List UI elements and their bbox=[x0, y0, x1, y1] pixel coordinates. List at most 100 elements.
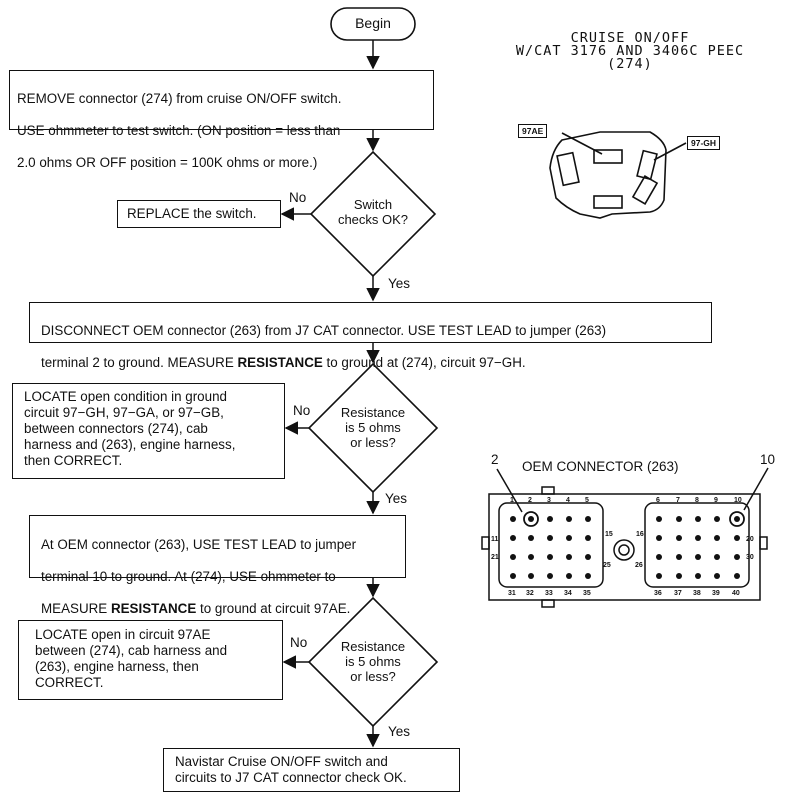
pin-label: 37 bbox=[674, 590, 682, 597]
no-label-3: No bbox=[290, 635, 308, 650]
pin-label: 34 bbox=[564, 590, 572, 597]
pin-label: 1 bbox=[510, 497, 514, 504]
step1-line1: REMOVE connector (274) from cruise ON/OF… bbox=[17, 91, 342, 106]
connector-pin bbox=[656, 554, 662, 560]
pin-label: 26 bbox=[635, 562, 643, 569]
step3-line3a: MEASURE bbox=[41, 601, 111, 616]
connector-pin bbox=[734, 573, 740, 579]
connector-pin bbox=[566, 516, 572, 522]
connector-pin bbox=[510, 554, 516, 560]
oem-connector-pins bbox=[510, 516, 740, 579]
connector-pin bbox=[585, 516, 591, 522]
connector-pin bbox=[528, 535, 534, 541]
connector-pin bbox=[676, 573, 682, 579]
connector-pin bbox=[695, 516, 701, 522]
switch-connector-drawing bbox=[549, 131, 687, 219]
pin-label: 21 bbox=[491, 554, 499, 561]
no-label-1: No bbox=[289, 190, 307, 205]
step3-line3b: to ground at circuit 97AE. bbox=[196, 601, 351, 616]
connector-pin bbox=[566, 554, 572, 560]
pin-label: 36 bbox=[654, 590, 662, 597]
pin-label: 32 bbox=[526, 590, 534, 597]
connector-pin bbox=[585, 573, 591, 579]
step3-bold: RESISTANCE bbox=[110, 601, 197, 616]
connector-pin bbox=[528, 516, 534, 522]
connector-pin bbox=[714, 573, 720, 579]
pin-label: 40 bbox=[732, 590, 740, 597]
pin-label: 15 bbox=[605, 531, 613, 538]
connector-pin bbox=[547, 573, 553, 579]
connector-pin bbox=[566, 535, 572, 541]
no-label-2: No bbox=[293, 403, 311, 418]
decision1-text: Switch checks OK? bbox=[337, 197, 409, 227]
pin-label: 4 bbox=[566, 497, 570, 504]
pin-label: 6 bbox=[656, 497, 660, 504]
step2-line2a: terminal 2 to ground. MEASURE bbox=[41, 355, 238, 370]
action-locate-ground-open: LOCATE open condition in ground circuit … bbox=[12, 383, 285, 479]
step-jumper-terminal-10: At OEM connector (263), USE TEST LEAD to… bbox=[29, 515, 406, 616]
connector-pin bbox=[676, 535, 682, 541]
step1-line2: USE ohmmeter to test switch. (ON positio… bbox=[17, 123, 341, 138]
connector-pin bbox=[714, 516, 720, 522]
connector-pin bbox=[714, 554, 720, 560]
yes-label-3: Yes bbox=[388, 724, 411, 739]
action-locate-97ae-open: LOCATE open in circuit 97AE between (274… bbox=[18, 620, 283, 700]
connector-pin bbox=[547, 554, 553, 560]
action-replace-switch: REPLACE the switch. bbox=[117, 200, 281, 228]
decision3-text: Resistance is 5 ohms or less? bbox=[340, 639, 406, 684]
pin-label: 30 bbox=[746, 554, 754, 561]
pin-label: 2 bbox=[528, 497, 532, 504]
connector-pin bbox=[734, 516, 740, 522]
pin-label: 20 bbox=[746, 536, 754, 543]
step-remove-connector: REMOVE connector (274) from cruise ON/OF… bbox=[9, 70, 434, 170]
step-disconnect-oem: DISCONNECT OEM connector (263) from J7 C… bbox=[29, 302, 712, 370]
connector-pin bbox=[676, 516, 682, 522]
pin-label: 25 bbox=[603, 562, 611, 569]
yes-label-2: Yes bbox=[385, 491, 408, 506]
end-result: Navistar Cruise ON/OFF switch and circui… bbox=[163, 748, 460, 792]
pin-label: 8 bbox=[695, 497, 699, 504]
begin-label: Begin bbox=[355, 15, 391, 31]
pin-label: 16 bbox=[636, 531, 644, 538]
connector-pin bbox=[734, 535, 740, 541]
connector-pin bbox=[714, 535, 720, 541]
connector-pin bbox=[566, 573, 572, 579]
step3-line2: terminal 10 to ground. At (274), USE ohm… bbox=[41, 569, 336, 584]
step1-line3: 2.0 ohms OR OFF position = 100K ohms or … bbox=[17, 155, 318, 170]
pin-label: 11 bbox=[491, 536, 499, 543]
connector-pin bbox=[528, 554, 534, 560]
pin-label: 7 bbox=[676, 497, 680, 504]
connector-pin bbox=[695, 573, 701, 579]
connector-pin bbox=[656, 535, 662, 541]
callout-pin-2: 2 bbox=[491, 452, 499, 467]
pin-label: 31 bbox=[508, 590, 516, 597]
connector-pin bbox=[656, 573, 662, 579]
step2-line1: DISCONNECT OEM connector (263) from J7 C… bbox=[41, 323, 607, 338]
connector-pin bbox=[510, 535, 516, 541]
decision2-text: Resistance is 5 ohms or less? bbox=[340, 405, 406, 450]
pin-label: 38 bbox=[693, 590, 701, 597]
step2-line2b: to ground at (274), circuit 97−GH. bbox=[322, 355, 526, 370]
connector-pin bbox=[676, 554, 682, 560]
pin-label: 5 bbox=[585, 497, 589, 504]
pin-label: 39 bbox=[712, 590, 720, 597]
connector-pin bbox=[695, 554, 701, 560]
connector-pin bbox=[528, 573, 534, 579]
connector-pin bbox=[656, 516, 662, 522]
oem-connector-title: OEM CONNECTOR (263) bbox=[522, 459, 679, 474]
pin-label: 33 bbox=[545, 590, 553, 597]
connector-pin bbox=[734, 554, 740, 560]
tag-97ae: 97AE bbox=[518, 124, 548, 138]
connector-pin bbox=[695, 535, 701, 541]
pin-label: 10 bbox=[734, 497, 742, 504]
connector-pin bbox=[547, 535, 553, 541]
connector-pin bbox=[547, 516, 553, 522]
connector-pin bbox=[585, 554, 591, 560]
pin-label: 9 bbox=[714, 497, 718, 504]
connector-pin bbox=[510, 516, 516, 522]
pin-label: 3 bbox=[547, 497, 551, 504]
yes-label-1: Yes bbox=[388, 276, 411, 291]
step3-line1: At OEM connector (263), USE TEST LEAD to… bbox=[41, 537, 357, 552]
connector-pin bbox=[510, 573, 516, 579]
